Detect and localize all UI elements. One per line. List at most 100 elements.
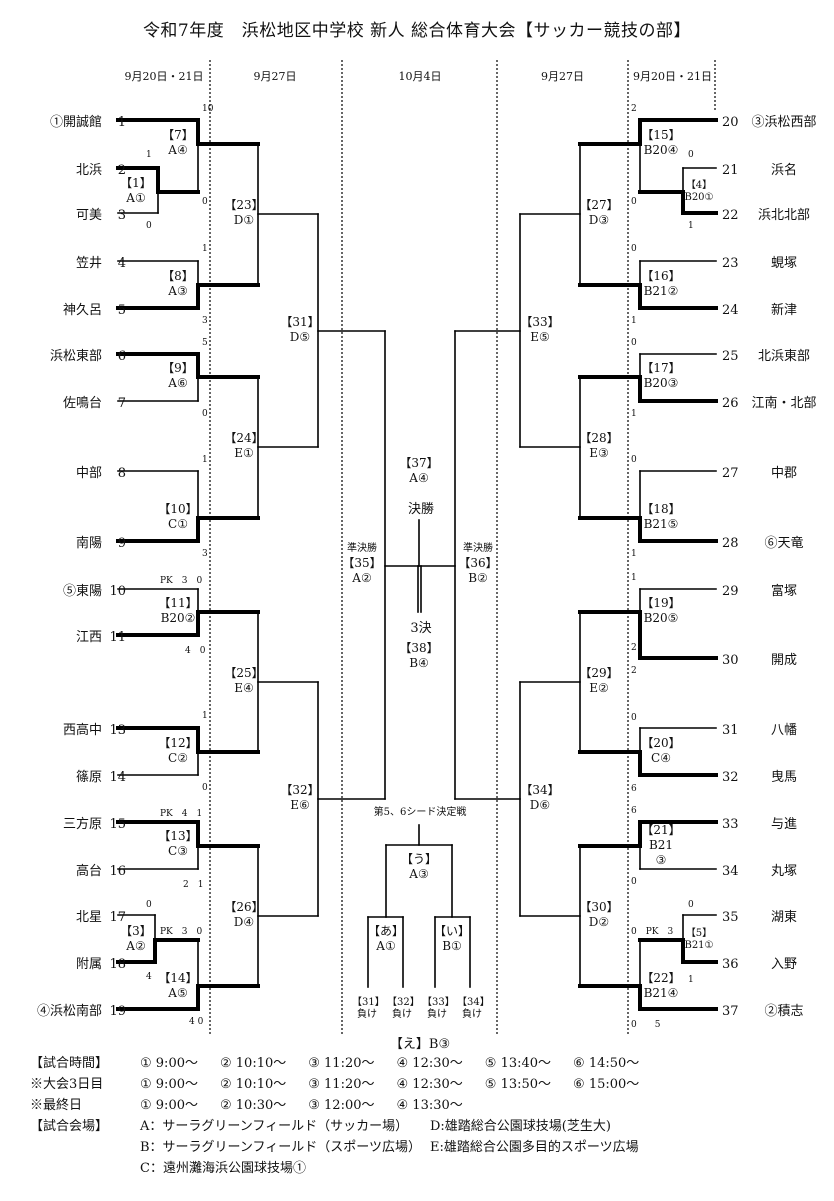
team-number: 30: [722, 653, 739, 668]
match-id: 【37】: [399, 456, 439, 470]
score-label: 0: [146, 900, 152, 910]
match-38: 【38】B④: [389, 641, 449, 671]
match-16: 【16】B21②: [631, 269, 691, 299]
match-venue: C④: [651, 751, 671, 765]
team-number: 33: [722, 817, 739, 832]
score-label: 2: [631, 666, 637, 676]
loser-31: 【31】負け: [352, 997, 385, 1020]
team-number: 9: [117, 536, 126, 551]
match-id: 【5】: [685, 928, 713, 939]
time-slot: ④ 13:30～: [396, 1098, 463, 1113]
team-number: 34: [722, 864, 739, 879]
match-23: 【23】D①: [214, 198, 274, 228]
team-number: 11: [109, 630, 126, 645]
match-venue: B20④: [643, 143, 679, 157]
match-id: 【3】: [120, 924, 152, 938]
match-id: 【12】: [158, 736, 198, 750]
score-label: 2 1: [183, 880, 204, 890]
team-number: 18: [109, 957, 126, 972]
team-number: 5: [117, 303, 126, 318]
match-11: 【11】B20②: [148, 596, 208, 626]
venue-header: 【試合会場】: [30, 1119, 109, 1134]
team-name: 浜北北部: [757, 208, 810, 223]
team-number: 26: [722, 396, 739, 411]
match-id: 【26】: [224, 900, 264, 914]
score-label: 1: [202, 244, 208, 254]
match-id: 【36】: [458, 556, 498, 570]
team-name: 丸塚: [770, 864, 797, 879]
match-times-row: 【試合時間】① 9:00～② 10:10～③ 11:20～④ 12:30～⑤ 1…: [30, 1053, 661, 1074]
match-id: 【35】: [342, 556, 382, 570]
match-37: 【37】A④: [389, 456, 449, 486]
team-name: 附属: [75, 957, 102, 972]
team-number: 3: [117, 208, 126, 223]
team-number: 24: [722, 303, 739, 318]
date-center: 10月4日: [398, 70, 442, 83]
team-number: 17: [109, 910, 126, 925]
match-id: 【11】: [158, 596, 198, 610]
match-13: 【13】C③: [148, 829, 208, 859]
team-name: 与進: [770, 817, 797, 832]
match-id: 【う】: [400, 852, 437, 866]
match-venue: E②: [589, 681, 609, 695]
match-venue: A①: [376, 939, 396, 953]
score-label: 0: [202, 197, 208, 207]
match-id: 【25】: [224, 666, 264, 680]
match-id: 【33】: [520, 315, 560, 329]
loser-32: 【32】負け: [387, 997, 420, 1020]
match-venue: A④: [168, 143, 188, 157]
date-right-r2: 9月27日: [541, 70, 584, 83]
match-4: 【4】B20①: [674, 180, 724, 204]
team-name: 八幡: [770, 723, 797, 738]
venue-row-3: C：遠州灘海浜公園球技場①: [30, 1158, 661, 1179]
score-label: 1: [631, 549, 637, 559]
match-19: 【19】B20⑤: [631, 596, 691, 626]
match-id: 【20】: [641, 736, 681, 750]
score-label: 1: [202, 455, 208, 465]
footer-info: 【試合時間】① 9:00～② 10:10～③ 11:20～④ 12:30～⑤ 1…: [30, 1053, 661, 1179]
match-25: 【25】E④: [214, 666, 274, 696]
match-venue: B②: [468, 571, 488, 585]
final-label: 決勝: [407, 502, 434, 517]
score-label: 0: [631, 338, 637, 348]
match-venue: D⑤: [289, 330, 311, 344]
team-name: 北浜: [75, 163, 102, 178]
score-label: 2: [631, 104, 637, 114]
team-number: 16: [109, 864, 126, 879]
score-label: 0 PK 3: [631, 927, 674, 937]
match-venue: A④: [409, 471, 429, 485]
match-venue: C②: [168, 751, 188, 765]
match-id: 【8】: [162, 269, 194, 283]
match-id: 【28】: [579, 431, 619, 445]
team-name: ②積志: [764, 1004, 804, 1019]
match-9: 【9】A⑥: [148, 361, 208, 391]
match-venue: D④: [233, 915, 255, 929]
score-label: 1: [146, 150, 152, 160]
team-number: 19: [109, 1004, 126, 1019]
match-31: 【31】D⑤: [270, 315, 330, 345]
match-times-header: 【試合時間】: [30, 1056, 109, 1071]
time-slot: ③ 11:20～: [308, 1077, 375, 1092]
date-right-r1: 9月20日・21日: [633, 70, 712, 83]
time-slot: ⑤ 13:40～: [484, 1056, 552, 1071]
seed-playoff-label: 第5、6シード決定戦: [373, 807, 467, 818]
match-id: 【23】: [224, 198, 264, 212]
team-name: 江南・北部: [751, 396, 817, 411]
score-label: 0: [202, 409, 208, 419]
